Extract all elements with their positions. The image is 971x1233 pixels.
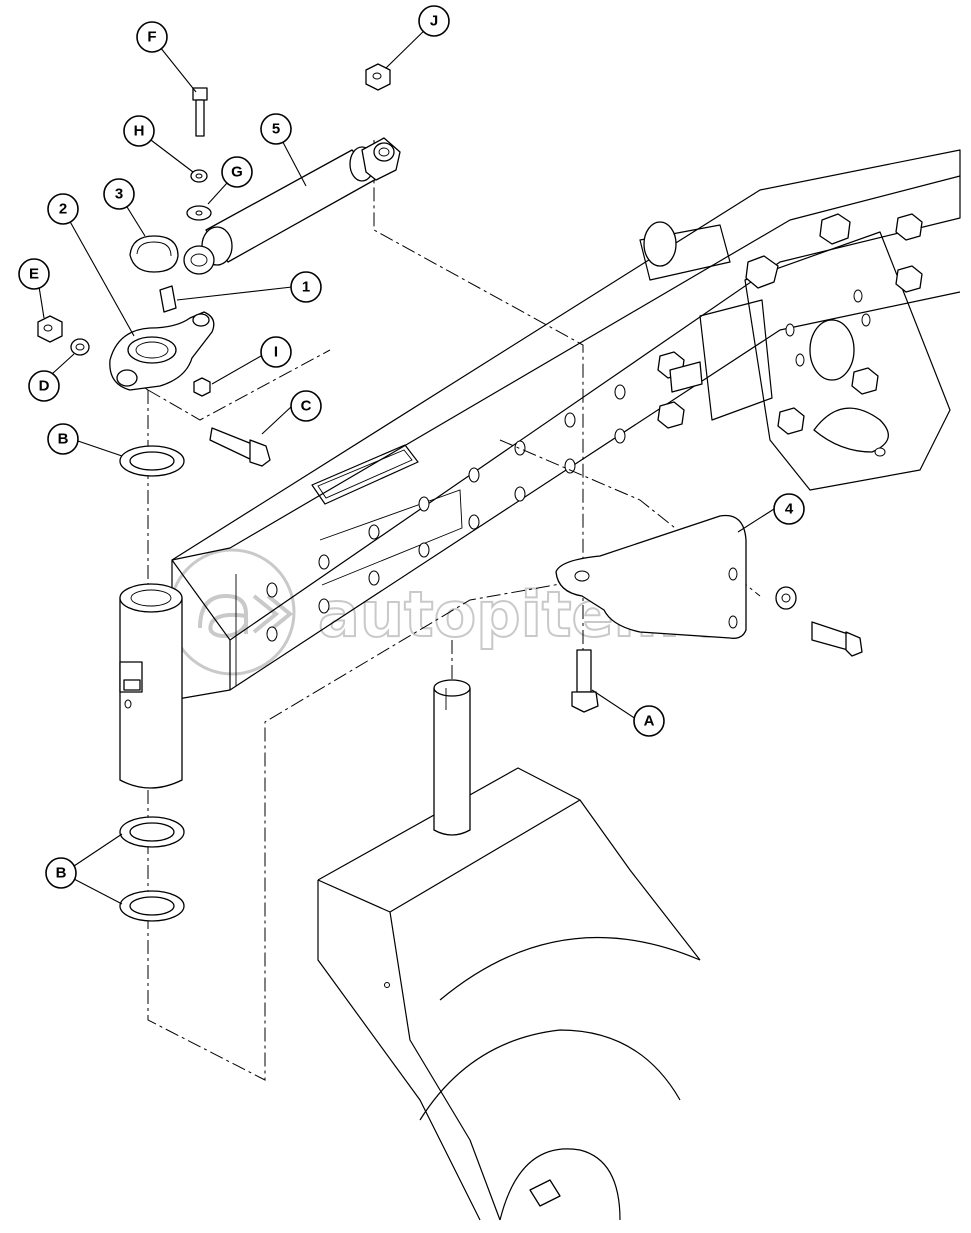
bolt-C [209,427,271,467]
nut-I [193,377,211,397]
frame-hole-row-lower [266,428,626,642]
washer-bracket [775,586,797,610]
callout-H: H [123,115,155,147]
callout-label: A [644,713,655,730]
callout-E: E [18,258,50,290]
chassis-lower-body [317,767,701,1221]
bracket [555,514,747,639]
kingpin-column [119,583,183,789]
washer-D [70,338,90,356]
retaining-ring [129,235,179,273]
callout-J: J [418,5,450,37]
key-block [159,285,177,313]
shock-absorber [183,137,401,275]
callout-A: A [633,705,665,737]
callout-1: 1 [290,271,322,303]
nut-J [365,63,391,91]
autopiter-logo-icon [168,548,296,676]
callout-label: 1 [302,279,310,296]
washer-G [186,205,212,221]
bolt-F [192,87,208,137]
callout-3: 3 [103,178,135,210]
callout-2: 2 [47,193,79,225]
thrust-washer-mid [119,816,185,848]
frame-rail [171,149,961,780]
callout-label: C [301,398,312,415]
callout-4: 4 [773,493,805,525]
callout-label: H [134,123,145,140]
callout-D: D [28,370,60,402]
callout-label: 3 [115,186,123,203]
bolt-A [571,649,599,713]
callout-G: G [221,156,253,188]
callout-label: 4 [785,501,794,518]
nut-E [37,315,63,343]
callout-label: F [147,29,156,46]
bolt-bracket [811,621,863,657]
washer-H [190,169,208,183]
callout-label: B [58,431,69,448]
callout-I: I [260,336,292,368]
frame-hole-row-upper [266,384,626,598]
callout-label: E [29,266,39,283]
callout-F: F [136,21,168,53]
thrust-washer-lower [119,890,185,922]
callout-label: D [39,378,50,395]
callout-label: 2 [59,201,67,218]
callout-label: G [231,164,243,181]
thrust-washer-upper [119,445,185,477]
steering-pin [433,679,471,836]
callout-label: 5 [272,121,280,138]
callout-B-upper: B [47,423,79,455]
callout-label: I [274,344,278,361]
callout-C: C [290,390,322,422]
callout-label: B [56,865,67,882]
callout-label: J [430,13,438,30]
callout-5: 5 [260,113,292,145]
callout-B-lower: B [45,857,77,889]
clamp-arm [109,311,215,391]
